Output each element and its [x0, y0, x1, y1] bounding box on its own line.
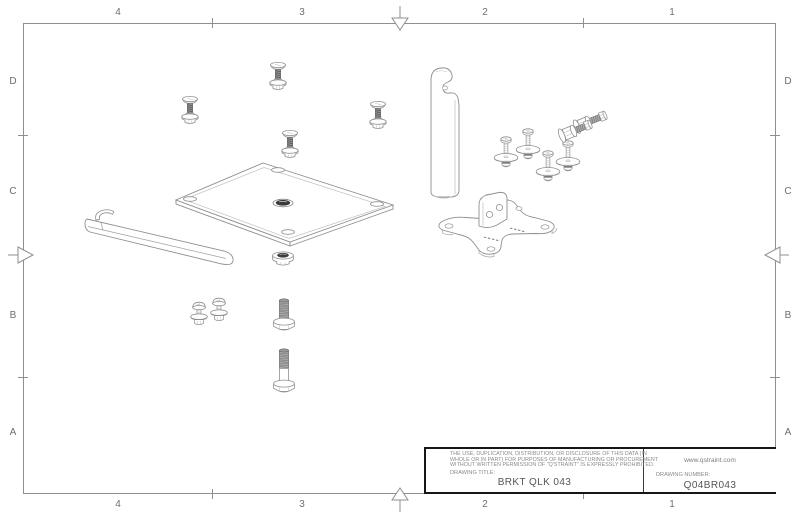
fender-washer-screw-assembly — [555, 140, 581, 172]
title-block-right-cell: www.qstraint.com DRAWING NUMBER: Q04BR04… — [644, 449, 776, 492]
zone-row-label: B — [784, 310, 792, 321]
zone-tick — [18, 377, 28, 378]
flange-nut — [272, 251, 294, 266]
zone-row-label: D — [784, 76, 792, 87]
flat-strap — [84, 209, 234, 266]
zone-tick — [212, 489, 213, 499]
mounting-plate — [174, 162, 395, 247]
fender-washer-screw-assembly — [515, 128, 541, 160]
zone-col-label: 3 — [299, 499, 305, 510]
disclaimer-text: THE USE, DUPLICATION, DISTRIBUTION, OR D… — [450, 451, 659, 468]
hex-bolt-fully-threaded — [273, 298, 295, 331]
flat-head-screw-assembly — [369, 101, 387, 130]
button-head-screw-assembly — [190, 301, 208, 326]
hook-bracket — [430, 67, 460, 199]
flat-head-screw-assembly — [181, 96, 199, 124]
center-mark-top-icon — [391, 6, 409, 31]
drawing-number: Q04BR043 — [683, 480, 737, 491]
title-block: THE USE, DUPLICATION, DISTRIBUTION, OR D… — [424, 447, 776, 494]
zone-row-label: B — [9, 310, 17, 321]
zone-col-label: 2 — [482, 499, 488, 510]
zone-col-label: 4 — [115, 7, 121, 18]
drawing-title-label: DRAWING TITLE: — [450, 470, 496, 476]
zone-tick — [770, 135, 780, 136]
drawing-title: BRKT QLK 043 — [497, 477, 572, 488]
zone-tick — [212, 18, 213, 28]
zone-tick — [18, 135, 28, 136]
zone-col-label: 4 — [115, 499, 121, 510]
fender-washer-screw-assembly — [535, 150, 561, 182]
zone-tick — [583, 489, 584, 499]
zone-tick — [583, 18, 584, 28]
fender-washer-screw-assembly — [493, 136, 519, 168]
drawing-number-label: DRAWING NUMBER: — [656, 472, 711, 478]
zone-row-label: D — [9, 76, 17, 87]
center-mark-bottom-icon — [391, 487, 409, 512]
center-mark-right-icon — [763, 246, 789, 264]
flat-head-screw-assembly — [281, 129, 299, 159]
zone-col-label: 1 — [669, 7, 675, 18]
zone-row-label: A — [9, 427, 17, 438]
zone-col-label: 3 — [299, 7, 305, 18]
button-head-screw-assembly — [210, 297, 228, 322]
center-mark-left-icon — [8, 246, 35, 264]
zone-tick — [770, 377, 780, 378]
website-text: www.qstraint.com — [684, 457, 736, 464]
zone-col-label: 2 — [482, 7, 488, 18]
zone-row-label: A — [784, 427, 792, 438]
title-block-left-cell: THE USE, DUPLICATION, DISTRIBUTION, OR D… — [426, 449, 658, 492]
flat-head-screw-assembly — [269, 62, 287, 90]
zone-row-label: C — [9, 186, 17, 197]
zone-col-label: 1 — [669, 499, 675, 510]
hex-bolt-partially-threaded — [273, 348, 295, 393]
qlk-base-bracket — [438, 191, 558, 258]
zone-row-label: C — [784, 186, 792, 197]
